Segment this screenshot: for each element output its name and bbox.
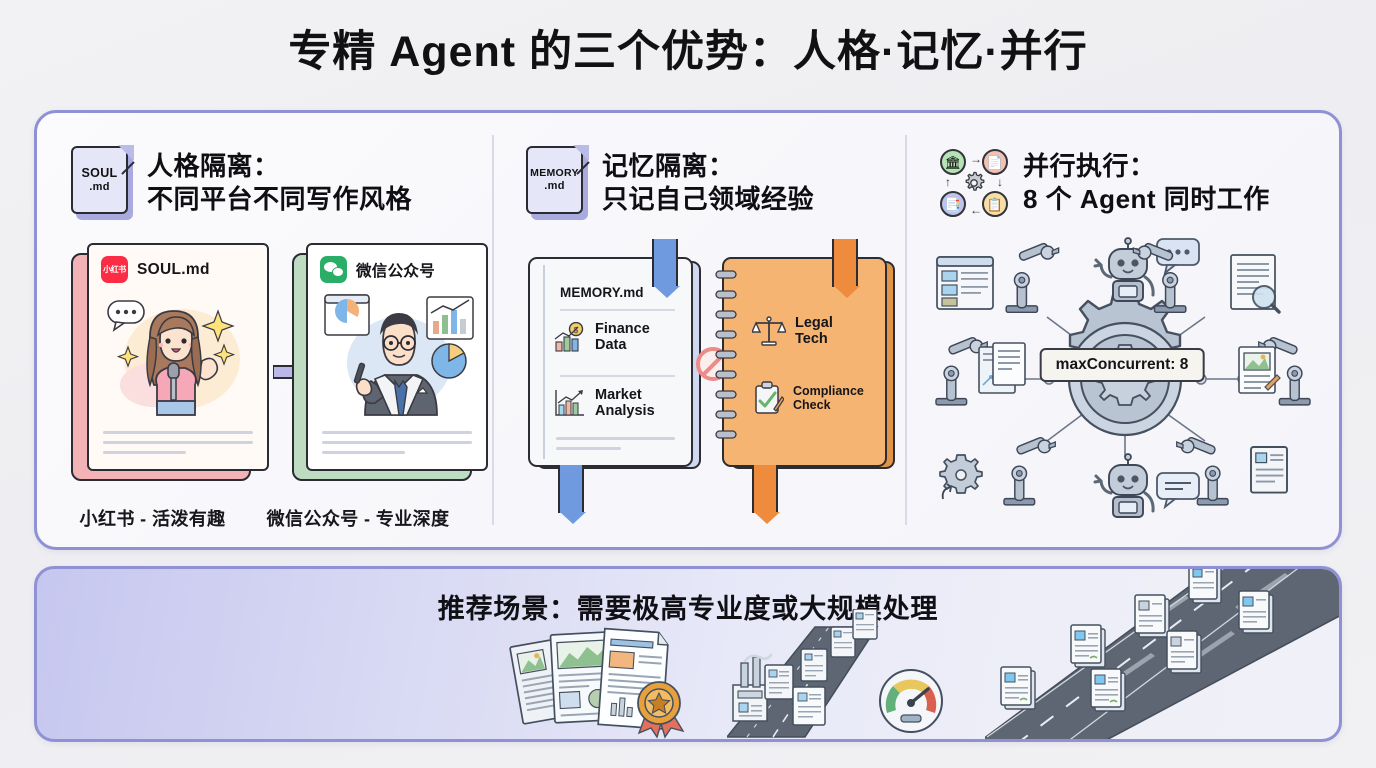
workflow-cycle-icon: 🏛 📄 📋 📑 → ↓ ← ↑ xyxy=(939,147,1009,219)
wf-arrow-right: ↓ xyxy=(997,175,1003,189)
memory-md-file-icon: MEMORY .md xyxy=(526,145,590,220)
highway-with-documents-and-gauge xyxy=(727,609,943,738)
legal-item-legaltech-line2: Tech xyxy=(795,331,828,348)
coin-chart-icon: $ xyxy=(554,322,584,352)
memory-icon-ext: .md xyxy=(544,179,565,192)
column-divider-2 xyxy=(905,135,907,525)
soul-icon-name: SOUL xyxy=(81,165,118,180)
legal-item-legaltech: Legal Tech xyxy=(752,315,833,347)
memory-ribbon-top xyxy=(652,239,680,298)
documents-with-award-badge xyxy=(509,627,685,739)
caption-wechat: 微信公众号 - 专业深度 xyxy=(266,509,450,529)
node-bank: 🏛 xyxy=(940,149,966,175)
legal-ribbon-bottom xyxy=(752,465,780,524)
agent-swarm-diagram xyxy=(935,236,1311,519)
memory-illustration: MEMORY.md $ Finance Data xyxy=(506,235,895,537)
spiral-binding-icon xyxy=(715,270,737,439)
persona-header: SOUL .md 人格隔离： 不同平台不同写作风格 xyxy=(51,131,478,235)
memory-item-market-line2: Analysis xyxy=(595,403,655,420)
wechat-person-illustration xyxy=(324,294,474,416)
soul-icon-ext: .md xyxy=(89,180,110,193)
memory-heading-line2: 只记自己领域经验 xyxy=(602,184,815,214)
small-gear-icon xyxy=(939,454,983,500)
parallel-heading-line2: 8 个 Agent 同时工作 xyxy=(1023,184,1270,214)
legal-book: Legal Tech Compliance Check xyxy=(715,257,887,467)
speedometer-gauge-icon xyxy=(879,669,943,733)
xiaohongshu-logo: 小红书 xyxy=(101,256,128,283)
persona-heading: 人格隔离： 不同平台不同写作风格 xyxy=(147,150,412,217)
node-doc: 📄 xyxy=(982,149,1008,175)
document-search-icon xyxy=(1230,254,1281,314)
chat-bubble-icon-2 xyxy=(1156,472,1200,510)
wechat-card-text-lines xyxy=(322,431,472,461)
max-concurrent-badge: maxConcurrent: 8 xyxy=(1039,348,1205,382)
memory-ribbon-bottom xyxy=(558,465,586,524)
parallel-heading: 并行执行： 8 个 Agent 同时工作 xyxy=(1023,150,1270,217)
browser-window-icon xyxy=(936,256,994,310)
memory-heading-line1: 记忆隔离： xyxy=(602,150,735,181)
wechat-logo xyxy=(320,256,347,283)
legal-item-compliance: Compliance Check xyxy=(752,381,864,415)
memory-item-finance: $ Finance Data xyxy=(554,321,650,353)
image-doc-icon xyxy=(1238,346,1281,394)
memory-item-market: Market Analysis xyxy=(554,387,655,419)
parallel-illustration: maxConcurrent: 8 xyxy=(919,235,1325,537)
memory-header: MEMORY .md 记忆隔离： 只记自己领域经验 xyxy=(506,131,891,235)
column-parallel: 🏛 📄 📋 📑 → ↓ ← ↑ 并行执行： 8 个 Agent 同时工作 xyxy=(905,113,1339,547)
memory-item-market-line1: Market xyxy=(595,387,642,403)
xiaohongshu-card-title: SOUL.md xyxy=(137,260,210,278)
legal-item-legaltech-line1: Legal xyxy=(795,315,833,331)
advantages-panel: SOUL .md 人格隔离： 不同平台不同写作风格 小红书 SOUL.md xyxy=(34,110,1342,550)
page-title: 专精 Agent 的三个优势：人格·记忆·并行 xyxy=(288,28,1088,76)
highway-bulk-documents xyxy=(985,569,1339,739)
soul-md-file-icon: SOUL .md xyxy=(71,145,135,220)
svg-text:$: $ xyxy=(574,326,579,335)
wf-arrow-top: → xyxy=(970,152,982,166)
wf-arrow-bottom: ← xyxy=(970,203,982,217)
report-doc-icon xyxy=(978,342,1026,394)
legal-item-compliance-line1: Compliance xyxy=(793,384,864,398)
persona-heading-line1: 人格隔离： xyxy=(147,150,280,181)
parallel-header: 🏛 📄 📋 📑 → ↓ ← ↑ 并行执行： 8 个 Agent 同时工作 xyxy=(919,131,1325,235)
gear-icon xyxy=(965,171,985,191)
trend-chart-icon xyxy=(555,390,584,416)
xiaohongshu-card-text-lines xyxy=(103,431,253,461)
wf-arrow-left: ↑ xyxy=(945,175,951,189)
clipboard-check-icon xyxy=(755,381,784,414)
persona-illustration: 小红书 SOUL.md xyxy=(51,231,488,505)
memory-icon-name: MEMORY xyxy=(530,167,579,180)
recommended-scenario-banner: 推荐场景：需要极高专业度或大规模处理 xyxy=(34,566,1342,742)
memory-heading: 记忆隔离： 只记自己领域经验 xyxy=(602,150,814,217)
legal-ribbon-top xyxy=(832,239,860,298)
parallel-heading-line1: 并行执行： xyxy=(1023,150,1156,181)
memory-book-title: MEMORY.md xyxy=(560,285,644,300)
memory-item-finance-line1: Finance xyxy=(595,321,650,337)
legal-item-compliance-line2: Check xyxy=(793,398,831,412)
wechat-card-title: 微信公众号 xyxy=(356,262,436,280)
column-divider-1 xyxy=(492,135,494,525)
node-list: 📋 xyxy=(982,191,1008,217)
persona-heading-line2: 不同平台不同写作风格 xyxy=(147,184,413,214)
memory-item-finance-line2: Data xyxy=(595,337,627,354)
persona-captions: 小红书 - 活泼有趣 微信公众号 - 专业深度 xyxy=(51,505,478,537)
caption-xiaohongshu: 小红书 - 活泼有趣 xyxy=(79,509,226,529)
scales-icon xyxy=(752,316,786,346)
column-memory: MEMORY .md 记忆隔离： 只记自己领域经验 MEMORY.md $ xyxy=(492,113,905,547)
column-persona: SOUL .md 人格隔离： 不同平台不同写作风格 小红书 SOUL.md xyxy=(37,113,492,547)
node-file: 📑 xyxy=(940,191,966,217)
xiaohongshu-person-illustration xyxy=(107,300,240,416)
